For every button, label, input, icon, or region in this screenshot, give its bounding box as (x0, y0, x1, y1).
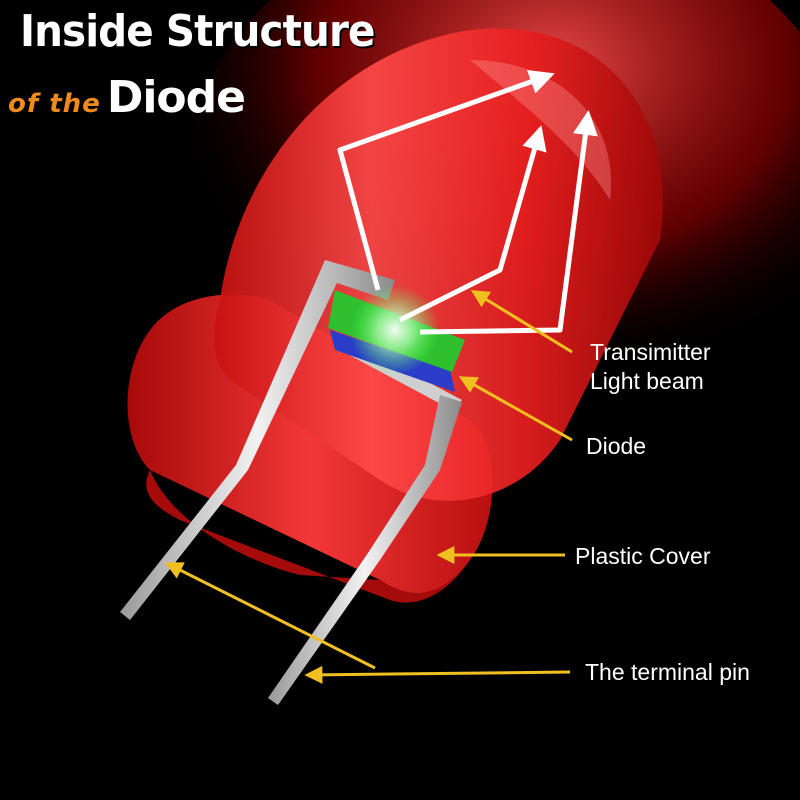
terminal-pin-left (120, 260, 395, 620)
title-prefix: of the (8, 89, 101, 119)
terminal-pin-right-leg (268, 395, 462, 705)
label-terminal-pin: The terminal pin (585, 659, 750, 685)
light-beam-1 (337, 69, 555, 291)
label-plastic-cover: Plastic Cover (575, 543, 711, 569)
label-transmitter: Transimitter Light beam (590, 338, 711, 396)
pointer-diode (458, 376, 573, 442)
pointer-terminal-pin-b (304, 665, 571, 684)
plastic-cover-dome (214, 28, 664, 501)
light-beam-2 (398, 125, 547, 323)
label-transmitter-line2: Light beam (590, 368, 704, 394)
pointer-transmitter (470, 290, 573, 354)
pointer-arrows (164, 290, 573, 684)
chip-light-glow (350, 285, 440, 375)
plastic-cover-base (146, 470, 470, 603)
label-transmitter-line1: Transimitter (590, 339, 711, 365)
light-beams (337, 69, 598, 335)
title-main: Diode (106, 72, 246, 123)
light-beam-3 (419, 110, 598, 335)
title-line1: Inside Structure (20, 6, 375, 57)
label-diode: Diode (586, 433, 647, 459)
pointer-terminal-pin-a (164, 562, 376, 670)
